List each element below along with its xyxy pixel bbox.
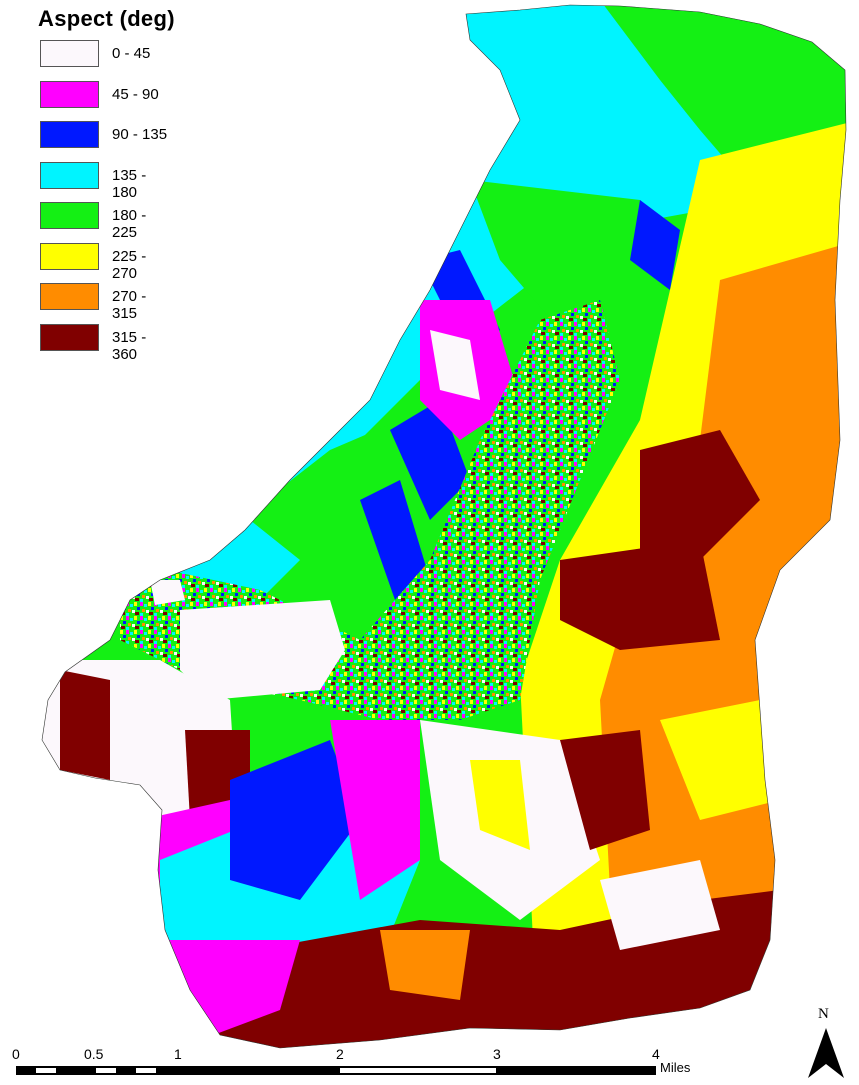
legend-item: 45 - 90 [38,80,175,122]
legend-title: Aspect (deg) [38,6,175,31]
north-label: N [818,1006,829,1022]
legend-swatch [40,121,99,148]
scale-tick-label: 0 [12,1046,20,1062]
north-arrow-right-icon [826,1028,844,1078]
legend-swatch [40,80,99,108]
north-arrow-left-icon [808,1028,826,1078]
scale-bar-segment [36,1068,56,1073]
legend-swatch [40,202,99,229]
north-arrow: N [804,1000,848,1085]
legend-label: 270 - 315 [112,288,147,322]
legend-item: 135 - 180 [38,161,175,203]
scale-tick-label: 1 [174,1046,182,1062]
scale-tick-label: 4 [652,1046,660,1062]
scale-bar-segment [136,1068,156,1073]
scale-tick-label: 0.5 [84,1046,104,1062]
scale-bar-frame [16,1066,656,1075]
scale-tick-label: 3 [493,1046,501,1062]
legend-label: 90 - 135 [112,126,168,143]
legend: Aspect (deg) 0 - 45 45 - 90 90 - 135 135 - … [38,6,175,364]
legend-label: 225 - 270 [112,247,147,282]
legend-swatch [40,161,99,189]
legend-label: 180 - 225 [112,207,147,241]
legend-label: 315 - 360 [112,328,147,363]
scale-bar [16,1066,656,1075]
legend-item: 0 - 45 [38,40,175,81]
scale-units: Miles [660,1060,691,1075]
legend-item: 180 - 225 [38,202,175,243]
scale-tick-label: 2 [336,1046,344,1062]
legend-item: 315 - 360 [38,323,175,365]
scale-bar-segment [96,1068,116,1073]
legend-item: 225 - 270 [38,242,175,284]
legend-item: 90 - 135 [38,121,175,162]
legend-label: 135 - 180 [112,166,147,201]
scale-bar-segment [340,1068,496,1073]
legend-label: 0 - 45 [112,45,151,62]
legend-item: 270 - 315 [38,283,175,324]
watershed-outline [41,4,847,1049]
legend-swatch [40,323,99,351]
legend-swatch [40,242,99,270]
legend-label: 45 - 90 [112,85,159,103]
legend-swatch [40,283,99,310]
legend-swatch [40,40,99,67]
legend-rows: 0 - 45 45 - 90 90 - 135 135 - 180 180 - 225 2… [38,40,175,364]
